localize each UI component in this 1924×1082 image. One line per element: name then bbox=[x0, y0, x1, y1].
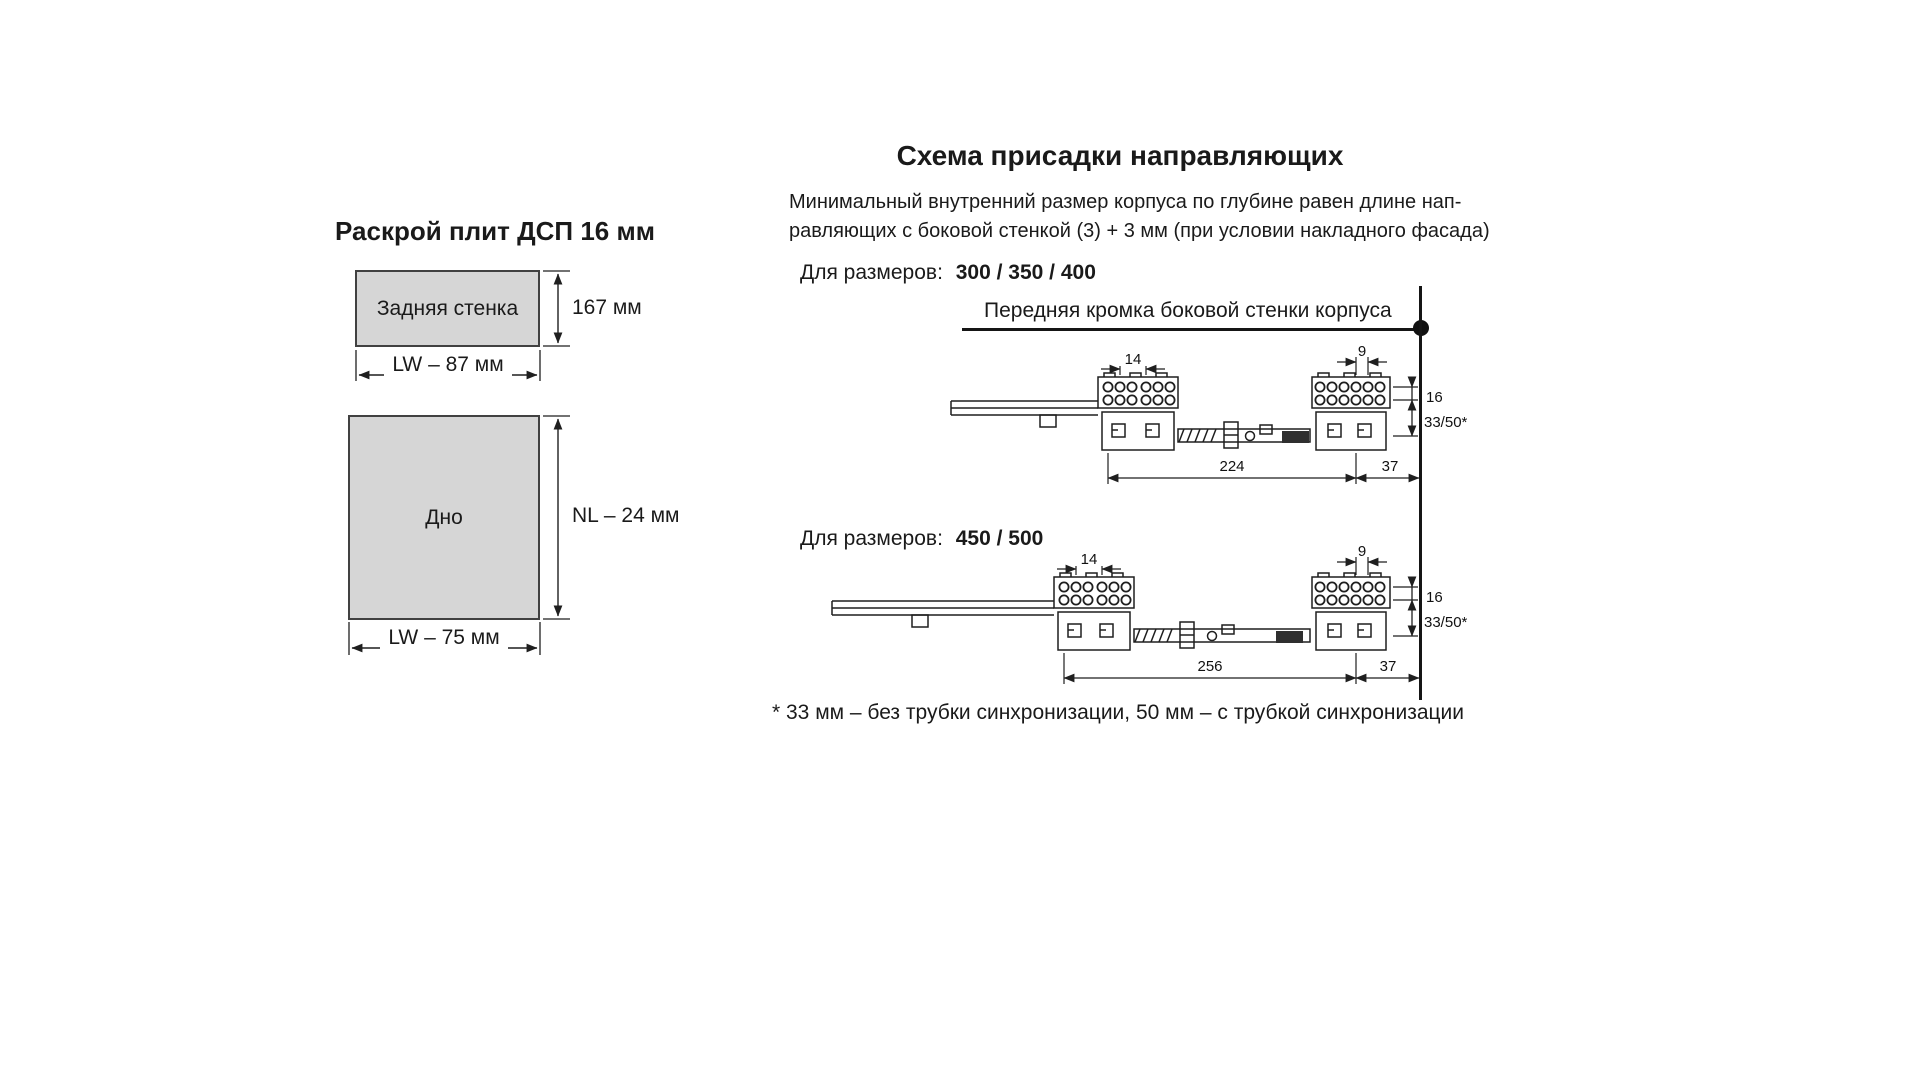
dim-axis-1: 33/50* bbox=[1424, 414, 1468, 431]
sizes-row-450-500: Для размеров: 450 / 500 bbox=[800, 527, 1043, 551]
brand-plate-icon bbox=[1276, 631, 1303, 643]
front-edge-label: Передняя кромка боковой стенки корпуса bbox=[984, 299, 1392, 322]
scheme-description: Минимальный внутренний размер корпуса по… bbox=[789, 188, 1490, 246]
slide-drawing-300-350-400: 14 9 16 33/50* 224 37 bbox=[950, 343, 1468, 484]
dim-span-1: 224 bbox=[1219, 458, 1244, 475]
dim-right-pitch-2: 9 bbox=[1358, 543, 1366, 560]
back-wall-height-dimension: 167 мм bbox=[572, 296, 642, 319]
front-edge-underline bbox=[962, 328, 1414, 331]
dim-left-pitch-2: 14 bbox=[1081, 551, 1098, 568]
sizes-prefix-1: Для размеров: bbox=[800, 261, 943, 284]
mounting-holes-1 bbox=[1102, 381, 1386, 406]
mounting-holes-2 bbox=[1058, 581, 1386, 606]
slide-drawing-450-500: 14 9 16 33/50* 256 37 bbox=[831, 543, 1468, 684]
dimension-lines-2: 14 9 16 33/50* 256 37 bbox=[1057, 543, 1468, 684]
back-wall-width-dimension: LW – 87 мм bbox=[356, 353, 540, 377]
sizes-values-2: 450 / 500 bbox=[955, 527, 1044, 550]
back-wall-label: Задняя стенка bbox=[376, 296, 519, 320]
scheme-description-line1: Минимальный внутренний размер корпуса по… bbox=[789, 191, 1462, 213]
dim-row-gap-1: 16 bbox=[1426, 389, 1443, 406]
cutting-title: Раскрой плит ДСП 16 мм bbox=[335, 216, 655, 246]
dimension-lines-1: 14 9 16 33/50* 224 37 bbox=[1101, 343, 1468, 484]
front-edge-vertical-line bbox=[1419, 286, 1422, 700]
dim-left-pitch-1: 14 bbox=[1125, 351, 1142, 368]
dim-right-pitch-1: 9 bbox=[1358, 343, 1366, 360]
bottom-plate-label: Дно bbox=[425, 505, 463, 529]
bottom-height-dimension: NL – 24 мм bbox=[572, 504, 680, 527]
sizes-prefix-2: Для размеров: bbox=[800, 527, 943, 550]
scheme-title: Схема присадки направляющих bbox=[896, 140, 1344, 171]
sizes-values-1: 300 / 350 / 400 bbox=[955, 261, 1096, 284]
sizes-row-300-400: Для размеров: 300 / 350 / 400 bbox=[800, 261, 1096, 285]
dim-front-2: 37 bbox=[1380, 658, 1397, 675]
synchronization-footnote: * 33 мм – без трубки синхронизации, 50 м… bbox=[772, 701, 1465, 724]
bottom-width-dimension: LW – 75 мм bbox=[348, 626, 540, 650]
dim-axis-2: 33/50* bbox=[1424, 614, 1468, 631]
dim-front-1: 37 bbox=[1382, 458, 1399, 475]
dim-span-2: 256 bbox=[1197, 658, 1222, 675]
drawer-slide-body-2 bbox=[831, 572, 1391, 651]
dim-row-gap-2: 16 bbox=[1426, 589, 1443, 606]
drawer-slide-body-1 bbox=[950, 372, 1391, 451]
back-wall-plate: Задняя стенка bbox=[355, 270, 540, 347]
bottom-plate: Дно bbox=[348, 415, 540, 620]
scheme-description-line2: равляющих с боковой стенкой (3) + 3 мм (… bbox=[789, 220, 1490, 242]
brand-plate-icon bbox=[1282, 431, 1309, 443]
